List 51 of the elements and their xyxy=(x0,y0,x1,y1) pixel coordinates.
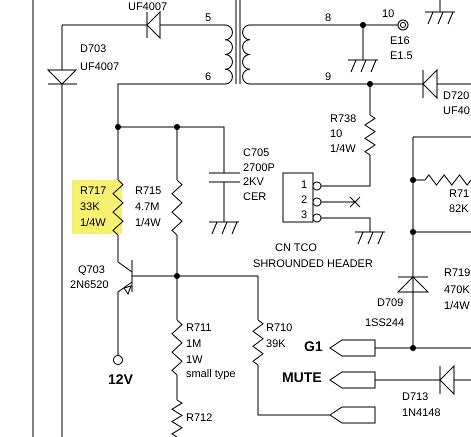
component-label: small type xyxy=(186,368,236,380)
component-label: 4.7M xyxy=(135,201,160,213)
component-label: 1 xyxy=(301,179,308,191)
component-label: E16 xyxy=(390,35,410,47)
component-label: 3 xyxy=(301,209,308,221)
component-label: 82K xyxy=(449,203,469,215)
component-label: 1N4148 xyxy=(402,407,441,419)
signal-name: MUTE xyxy=(282,370,322,385)
signal-name: 12V xyxy=(108,372,133,387)
component-label: UF4007 xyxy=(128,1,168,13)
component-label: R712 xyxy=(186,412,212,424)
component-label: 9 xyxy=(325,71,332,83)
component-label: R738 xyxy=(330,113,356,125)
component-label: Q703 xyxy=(78,264,105,276)
component-label: 1/4W xyxy=(135,217,161,229)
signal-name: G1 xyxy=(304,339,323,354)
component-label: 39K xyxy=(266,338,286,350)
component-label: 2700P xyxy=(243,162,275,174)
component-label: CN TCO xyxy=(275,242,317,254)
component-label: 10 xyxy=(382,8,394,20)
component-label: 470K xyxy=(444,284,470,296)
component-label: R711 xyxy=(186,322,212,334)
component-label: R710 xyxy=(266,322,292,334)
component-label: SHROUNDED HEADER xyxy=(253,258,373,270)
component-label: CER xyxy=(243,191,266,203)
component-label: UF4007 xyxy=(80,61,120,73)
component-label: 2KV xyxy=(243,176,264,188)
component-label: D709 xyxy=(377,297,404,309)
component-label: 1W xyxy=(186,354,202,366)
component-label: 1/4W xyxy=(330,143,356,155)
component-label: C705 xyxy=(243,147,270,159)
component-label: R71 xyxy=(449,188,470,200)
component-label: UF40 xyxy=(443,105,470,117)
component-label: 2 xyxy=(301,194,308,206)
component-label: R719 xyxy=(444,267,470,279)
component-label: E1.5 xyxy=(390,50,413,62)
component-label: 5 xyxy=(205,12,212,24)
component-label: 33K xyxy=(80,201,100,213)
component-label: 10 xyxy=(330,128,342,140)
component-label: 1SS244 xyxy=(365,317,404,329)
component-label: R715 xyxy=(135,185,162,197)
component-label: 1/4W xyxy=(444,300,470,312)
component-label: 8 xyxy=(325,12,332,24)
component-label: 2N6520 xyxy=(70,279,109,291)
component-label: 6 xyxy=(205,71,212,83)
component-label: D713 xyxy=(402,391,428,403)
component-label: 1M xyxy=(186,338,202,350)
component-label: 1/4W xyxy=(80,217,106,229)
component-label: D720 xyxy=(443,90,470,102)
component-label: D703 xyxy=(80,43,106,55)
component-label: R717 xyxy=(80,185,106,197)
